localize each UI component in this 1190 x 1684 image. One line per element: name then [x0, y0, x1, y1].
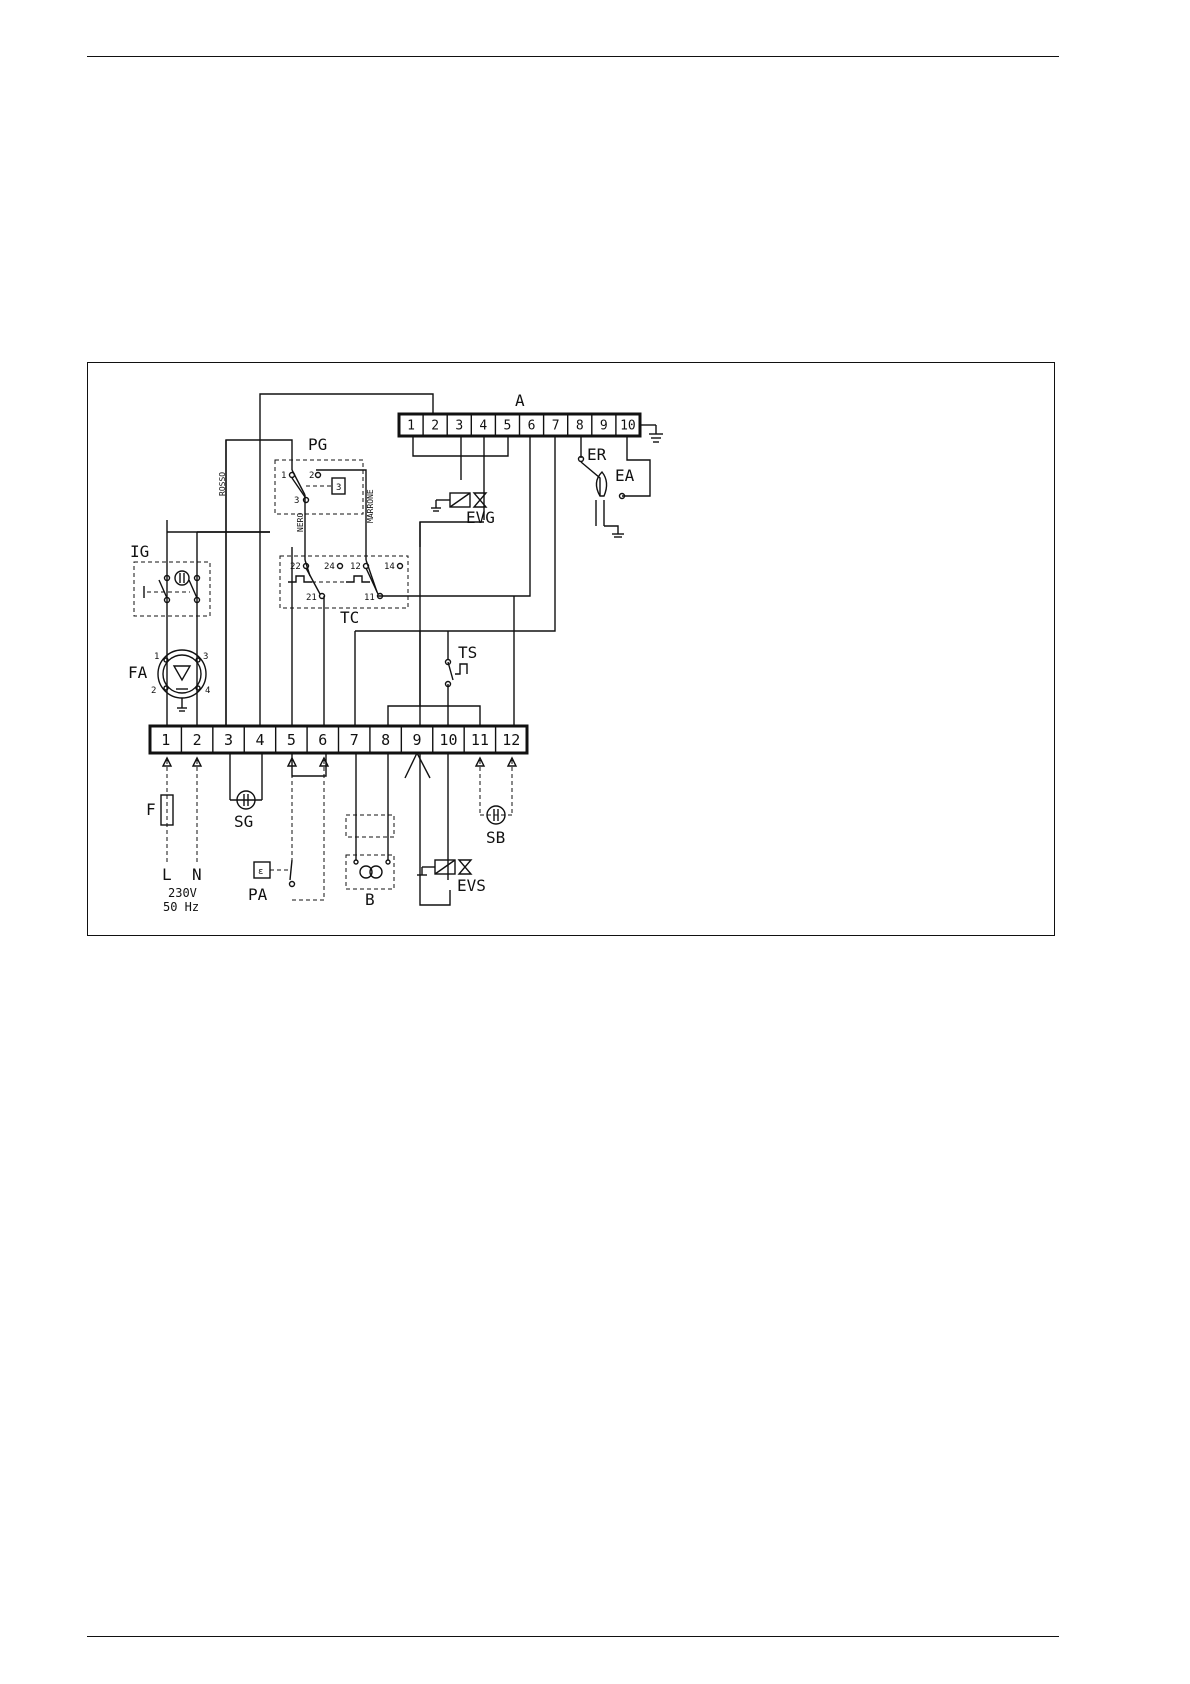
sb-label: SB: [486, 828, 505, 847]
svg-text:3: 3: [336, 483, 341, 493]
fa-pin-1: 1: [154, 652, 159, 662]
pg-pin-2: 2: [309, 471, 314, 481]
tc-pin-21: 21: [306, 593, 317, 603]
tc-pin-24: 24: [324, 562, 335, 572]
b-label: B: [365, 890, 375, 909]
block-main-terminal-6: 6: [318, 731, 327, 749]
fa-pin-2: 2: [151, 686, 156, 696]
tc-pin-14: 14: [384, 562, 395, 572]
block-a-terminal-7: 7: [552, 419, 560, 434]
b-pump-transformer: [346, 815, 394, 889]
block-main-terminal-7: 7: [350, 731, 359, 749]
tc-label: TC: [340, 608, 359, 627]
fa-pin-4: 4: [205, 686, 210, 696]
pg-pin-1: 1: [281, 471, 286, 481]
tc-pin-12: 12: [350, 562, 361, 572]
tc-pin-11: 11: [364, 593, 375, 603]
block-a-terminal-2: 2: [431, 419, 439, 434]
pg-pin-3: 3: [294, 496, 299, 506]
supply-neutral-label: N: [192, 865, 202, 884]
nero-wire-label: NERO: [296, 513, 305, 532]
block-a-terminal-5: 5: [504, 419, 512, 434]
block-main-terminal-2: 2: [193, 731, 202, 749]
terminal-block-a: 1 2 3 4 5 6 7 8 9 10: [399, 414, 640, 436]
supply-frequency: 50 Hz: [163, 900, 199, 914]
sg-symbol: [230, 791, 262, 809]
ea-label: EA: [615, 466, 635, 485]
evg-label: EVG: [466, 508, 495, 527]
block-a-terminal-1: 1: [407, 419, 415, 434]
block-main-terminal-1: 1: [161, 731, 170, 749]
block-a-terminal-10: 10: [620, 419, 636, 434]
block-main-terminal-12: 12: [502, 731, 520, 749]
block-a-terminal-6: 6: [528, 419, 536, 434]
block-a-terminal-9: 9: [600, 419, 608, 434]
svg-text:ɛ: ɛ: [258, 867, 263, 877]
sb-symbol: [476, 758, 516, 824]
block-main-terminal-11: 11: [471, 731, 489, 749]
tc-pin-22: 22: [290, 562, 301, 572]
supply-voltage: 230V: [168, 886, 197, 900]
block-main-terminal-4: 4: [255, 731, 264, 749]
ground-a-symbol: [640, 425, 663, 442]
block-main-terminal-8: 8: [381, 731, 390, 749]
f-label: F: [146, 800, 156, 819]
block-a-terminal-8: 8: [576, 419, 584, 434]
supply-line-label: L: [162, 865, 172, 884]
block-a-terminal-3: 3: [455, 419, 463, 434]
pa-switch: ɛ: [254, 758, 328, 900]
pg-label: PG: [308, 435, 327, 454]
ig-main-switch: [134, 562, 210, 616]
fa-pin-3: 3: [203, 652, 208, 662]
block-a-terminal-4: 4: [479, 419, 487, 434]
ts-label: TS: [458, 643, 477, 662]
marrone-wire-label: MARRONE: [366, 489, 375, 523]
evs-label: EVS: [457, 876, 486, 895]
tc-thermostat: 22 24 12 14 21 11: [280, 556, 408, 608]
fa-label: FA: [128, 663, 148, 682]
er-label: ER: [587, 445, 607, 464]
supply-line-symbols: [161, 758, 201, 862]
evs-solenoid-valve: [417, 860, 471, 875]
pg-pressure-switch: 3 1 2 3: [275, 460, 363, 514]
block-main-terminal-3: 3: [224, 731, 233, 749]
pa-label: PA: [248, 885, 268, 904]
block-main-terminal-5: 5: [287, 731, 296, 749]
fa-connector: 1 3 2 4: [151, 650, 210, 711]
rosso-wire-label: ROSSO: [218, 472, 227, 496]
terminal-block-a-label: A: [515, 391, 525, 410]
block-main-terminal-9: 9: [413, 731, 422, 749]
ig-label: IG: [130, 542, 149, 561]
sg-label: SG: [234, 812, 253, 831]
block-main-terminal-10: 10: [439, 731, 457, 749]
